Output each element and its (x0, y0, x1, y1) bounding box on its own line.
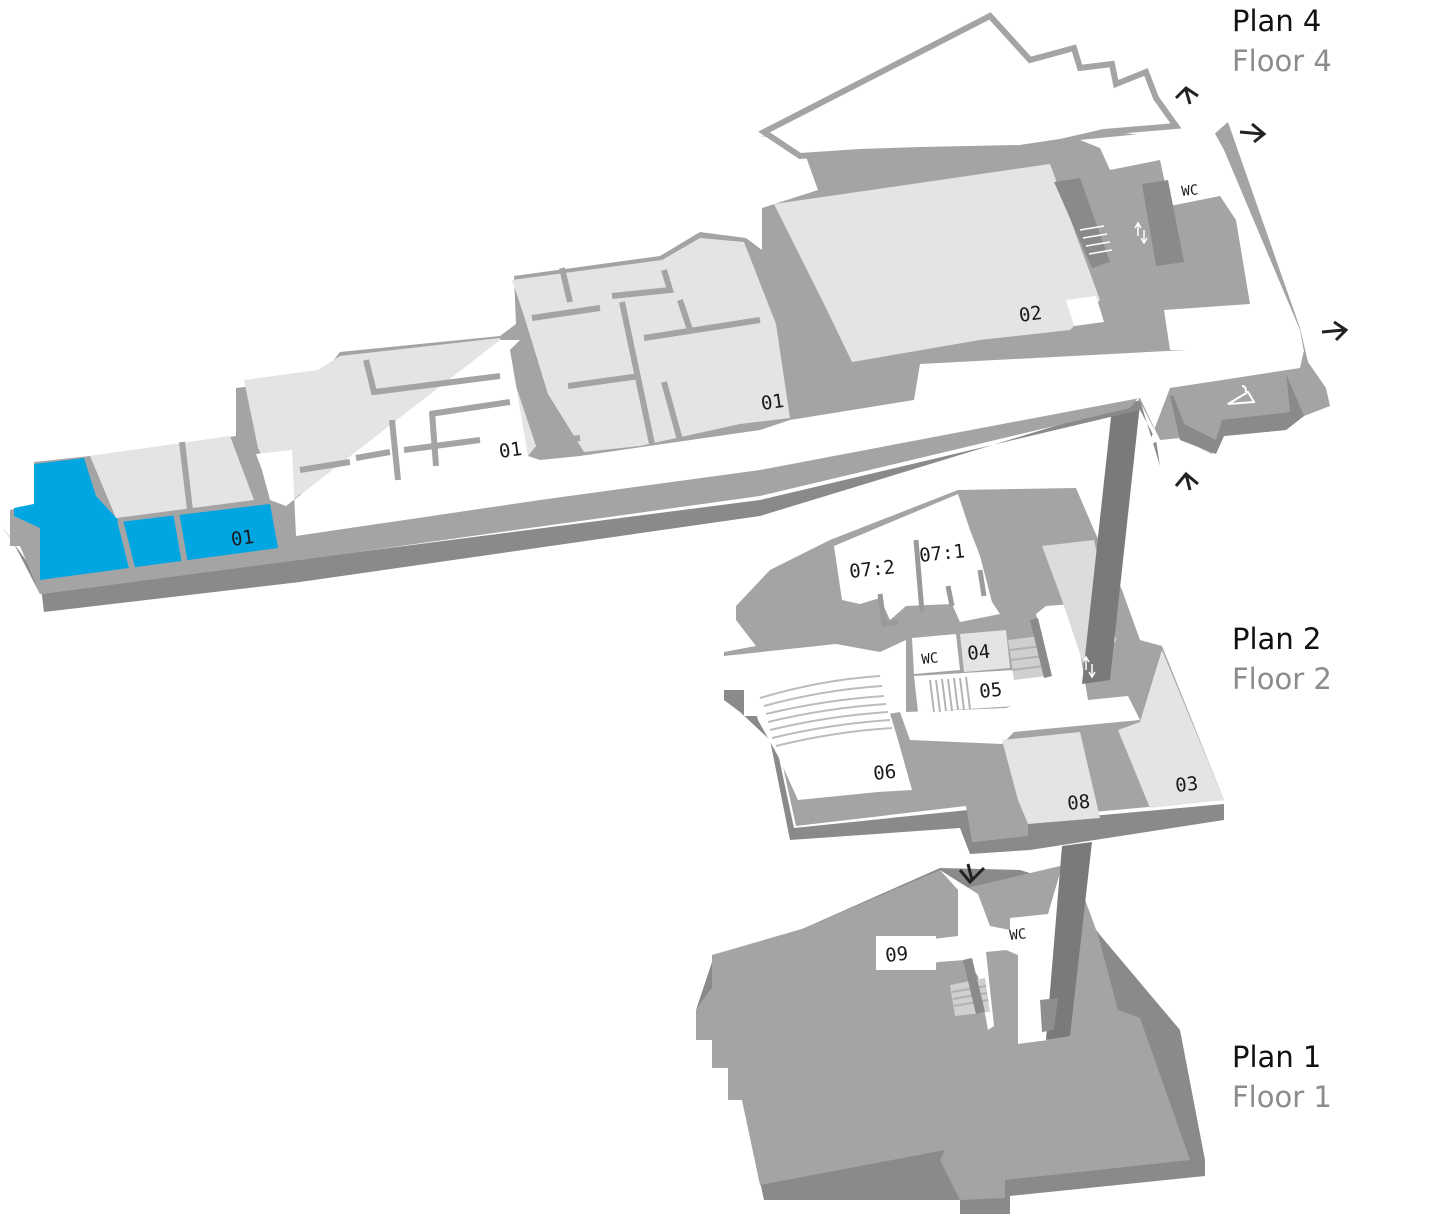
floor-4: 01 01 01 02 WC (0, 12, 1349, 612)
wc-label-floor-4[interactable]: WC (1181, 182, 1199, 200)
arrow-icon (1174, 86, 1199, 105)
room-07-walls (877, 539, 987, 627)
floor-legend-1[interactable]: Plan 1 Floor 1 (1232, 1038, 1332, 1118)
floor-label: Floor 2 (1232, 662, 1332, 696)
wc-box-f4 (1176, 173, 1219, 200)
room-05 (914, 670, 1018, 712)
stairs-icon (1079, 225, 1113, 255)
floor-legend-4[interactable]: Plan 4 Floor 4 (1232, 2, 1332, 82)
stairs-icon (1008, 618, 1052, 680)
floor-4-walls (117, 267, 761, 577)
wc-label-floor-1[interactable]: WC (1009, 926, 1027, 944)
wc-label-floor-2[interactable]: WC (921, 650, 939, 668)
floor-4-corridor (256, 340, 1304, 536)
room-04 (960, 630, 1010, 672)
room-02-closet (1066, 296, 1104, 326)
elevator-shaft-upper (1082, 404, 1140, 684)
elevator-icon (1082, 655, 1096, 679)
plan-label: Plan 2 (1232, 622, 1322, 656)
room-label-04[interactable]: 04 (966, 641, 991, 665)
room-label-01-highlighted[interactable]: 01 (230, 526, 256, 551)
room-03 (1118, 650, 1224, 808)
room-label-01-east[interactable]: 01 (760, 390, 786, 415)
room-label-01-middle[interactable]: 01 (498, 438, 524, 463)
floor-4-rooftop-outline (758, 12, 1182, 160)
room-02 (774, 164, 1100, 362)
room-01-east (512, 238, 790, 452)
floor-2: 07:2 07:1 WC 04 05 06 08 03 (724, 488, 1224, 854)
floor-1: 09 WC (696, 863, 1205, 1214)
plan-label: Plan 4 (1232, 4, 1322, 38)
room-label-05[interactable]: 05 (978, 679, 1003, 703)
coat-room-top (1172, 372, 1290, 440)
arrow-icon (958, 863, 986, 885)
elevator-shaft-lower-face (1040, 998, 1058, 1032)
room-01-west-light (90, 436, 254, 518)
floor-label: Floor 4 (1232, 44, 1332, 78)
room-06 (752, 680, 912, 800)
floor-1-top (696, 866, 1190, 1200)
elevator-shaft-lower (1046, 842, 1092, 1040)
elevator-icon (1134, 221, 1148, 245)
arrow-icon (1321, 320, 1349, 342)
floor-legend-2[interactable]: Plan 2 Floor 2 (1232, 620, 1332, 700)
room-wc-f2 (912, 634, 960, 674)
arrow-icon (1239, 122, 1267, 144)
floor-label: Floor 1 (1232, 1080, 1332, 1114)
floor-4-stairs-room (1054, 178, 1110, 268)
room-label-03[interactable]: 03 (1174, 773, 1199, 797)
room-08 (1002, 732, 1100, 824)
plan-label: Plan 1 (1232, 1040, 1322, 1074)
coat-hanger-icon (1227, 385, 1256, 405)
room-01-highlighted[interactable] (14, 458, 278, 580)
stairs-icon (929, 676, 971, 713)
room-09-box (876, 936, 936, 970)
room-label-07-1[interactable]: 07:1 (918, 540, 966, 567)
arrow-icon (1174, 471, 1199, 491)
room-label-06[interactable]: 06 (872, 761, 897, 785)
floor-1-corridor (876, 866, 1080, 1044)
room-label-07-2[interactable]: 07:2 (848, 556, 896, 583)
floor-4-side (0, 400, 1160, 612)
stairs-icon (950, 958, 990, 1016)
room-label-08[interactable]: 08 (1066, 791, 1091, 815)
auditorium-seating (759, 675, 893, 747)
room-label-02[interactable]: 02 (1018, 302, 1044, 327)
floor-4-stair-core-2 (1142, 180, 1184, 266)
room-label-09[interactable]: 09 (884, 943, 909, 967)
floor-4-east-circulation (1080, 128, 1304, 352)
